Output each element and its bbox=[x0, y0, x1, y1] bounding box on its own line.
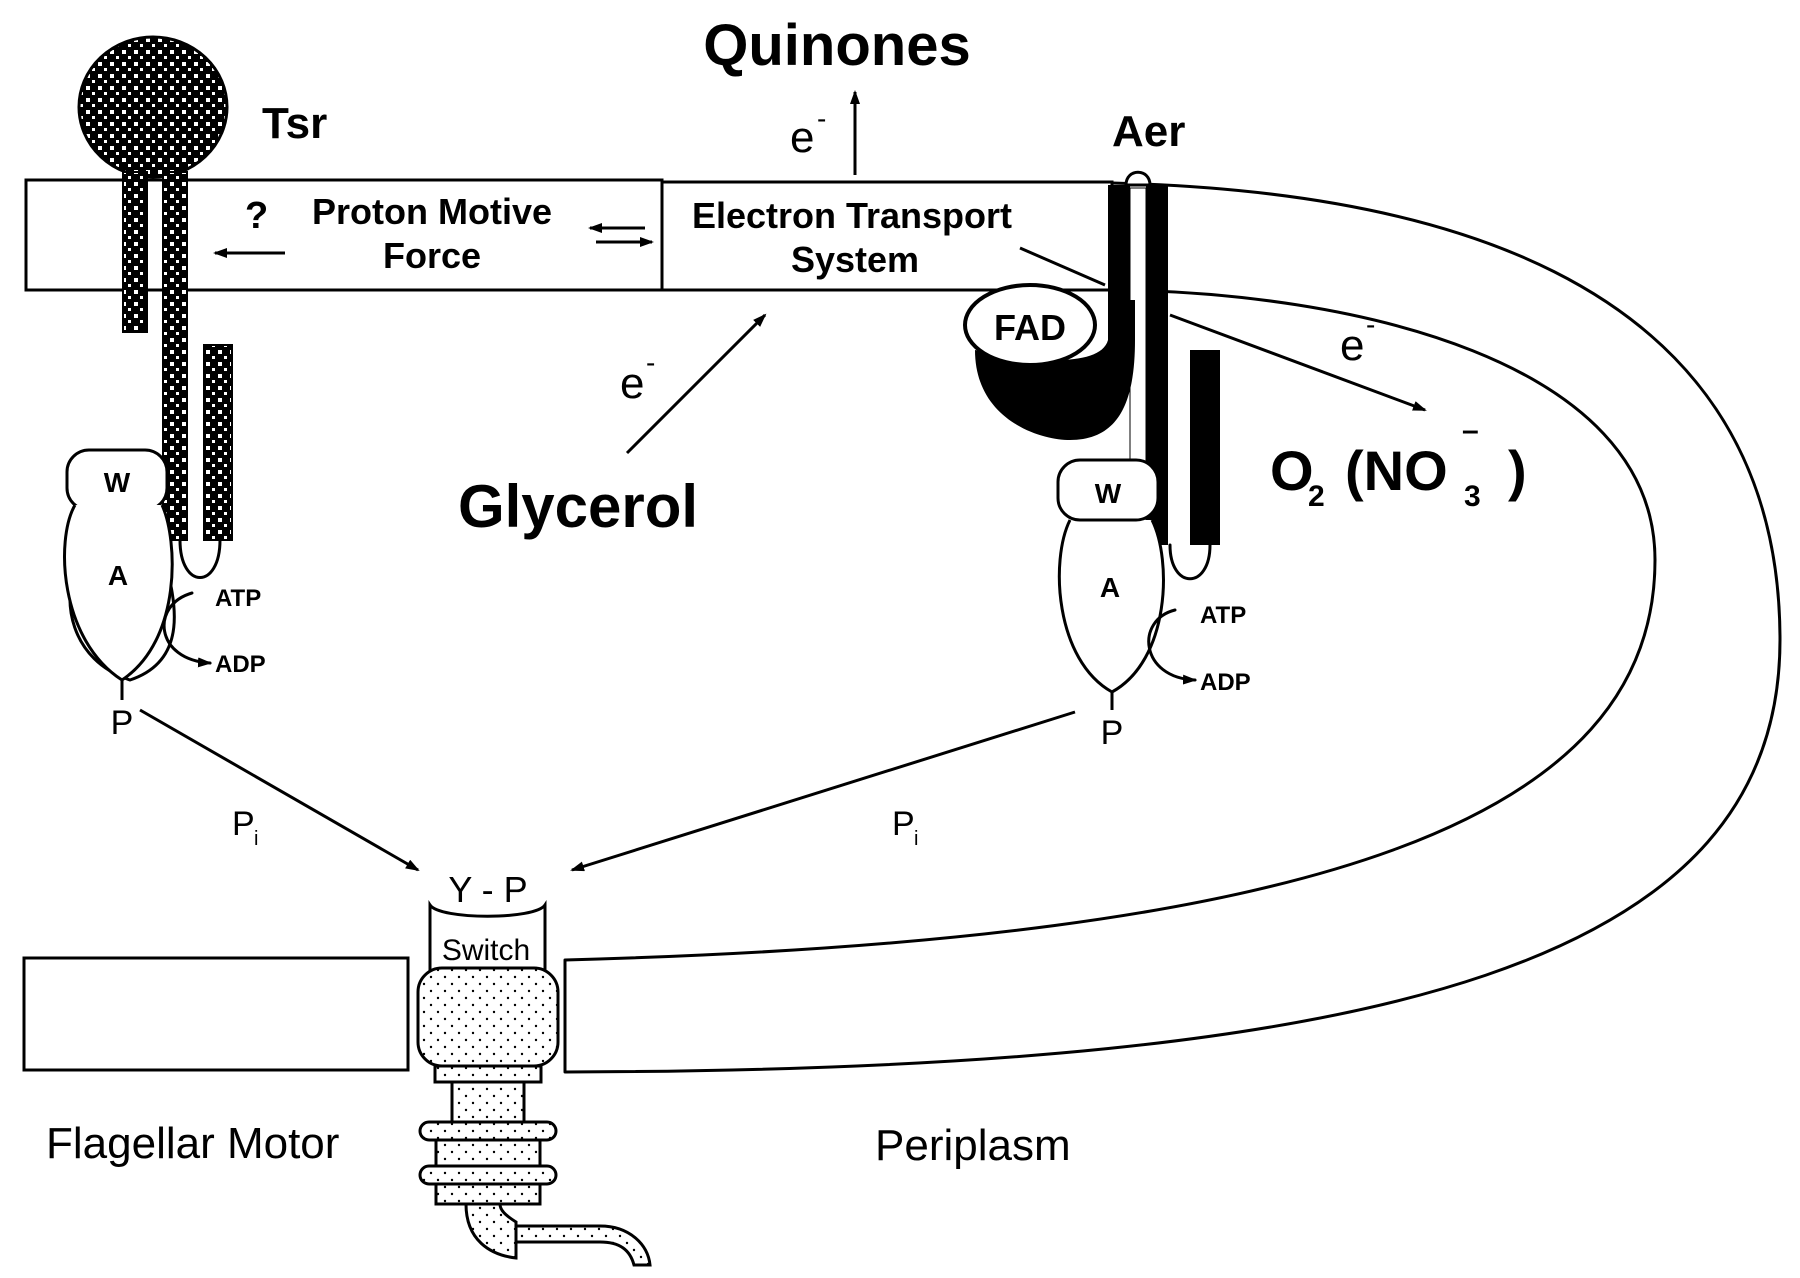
phospho-left-label: P bbox=[111, 704, 134, 742]
pmf-question-mark: ? bbox=[245, 195, 268, 237]
atp-adp-arrow-left bbox=[162, 591, 212, 668]
membrane-outer-curve bbox=[563, 181, 1782, 1074]
chea-right-body bbox=[1057, 519, 1165, 694]
fad-label: FAD bbox=[994, 307, 1066, 348]
pi-right-label: P bbox=[892, 805, 915, 843]
motor-c-ring bbox=[416, 966, 560, 1068]
tsr-periplasmic-domain bbox=[77, 35, 229, 179]
periplasm-label: Periplasm bbox=[875, 1121, 1071, 1170]
nitrate-close-paren: ) bbox=[1508, 439, 1527, 502]
motor-ms-ring bbox=[433, 1064, 543, 1084]
atp-right-label: ATP bbox=[1200, 602, 1246, 629]
aer-cytoplasmic-helix bbox=[1190, 350, 1220, 545]
electron-acceptor-label: O 2 (NO 3 – ) bbox=[1270, 414, 1527, 513]
glycerol-label: Glycerol bbox=[458, 473, 698, 540]
fad-cofactor bbox=[963, 283, 1097, 367]
electron-up-label: e bbox=[790, 113, 814, 162]
atp-adp-arrow-right bbox=[1147, 608, 1197, 685]
tsr-helix-right bbox=[162, 171, 188, 541]
tsr-signaling-complex: W A P ATP ADP bbox=[63, 448, 266, 742]
oxygen-electron-label: e bbox=[1340, 321, 1364, 370]
oxygen-electron-charge: - bbox=[1366, 309, 1375, 340]
nitrate-charge: – bbox=[1462, 414, 1479, 447]
motor-rod-middle bbox=[434, 1138, 542, 1168]
chea-left-label: A bbox=[108, 560, 128, 591]
aer-receptor: FAD bbox=[963, 170, 1220, 581]
membrane-segment-ets bbox=[660, 180, 1114, 292]
ets-label-line1: Electron Transport bbox=[692, 195, 1012, 236]
phosphotransfer-arrow-left bbox=[139, 708, 420, 872]
tsr-receptor bbox=[77, 35, 233, 579]
chey-p-label: Y - P bbox=[448, 869, 527, 910]
flagellar-filament bbox=[514, 1224, 652, 1267]
pi-left-subscript: i bbox=[254, 828, 258, 850]
aer-tm1 bbox=[1108, 185, 1130, 310]
phospho-right-label: P bbox=[1101, 714, 1124, 752]
electron-to-quinones: e - bbox=[790, 90, 860, 175]
aer-hairpin-loop bbox=[1168, 543, 1212, 581]
phosphotransfer-arrow-right bbox=[570, 710, 1076, 872]
chew-left-label: W bbox=[104, 467, 131, 498]
switch-label: Switch bbox=[442, 934, 530, 967]
motor-rod-lower bbox=[434, 1182, 542, 1206]
ets-aer-connector bbox=[1019, 246, 1106, 287]
adp-left-label: ADP bbox=[215, 651, 266, 678]
nitrate-label: (NO bbox=[1345, 439, 1448, 502]
inner-membrane bbox=[22, 178, 1782, 1074]
chea-right-label: A bbox=[1100, 572, 1120, 603]
quinones-label: Quinones bbox=[703, 13, 970, 78]
membrane-segment-bottom-left bbox=[22, 956, 410, 1072]
aer-periplasmic-loop bbox=[1124, 170, 1152, 187]
tsr-cytoplasmic-helix bbox=[203, 344, 233, 541]
oxygen-label: O bbox=[1270, 439, 1314, 502]
flagellar-motor-label: Flagellar Motor bbox=[46, 1119, 339, 1168]
chew-right-label: W bbox=[1095, 478, 1122, 509]
electron-up-charge: - bbox=[817, 103, 826, 134]
aer-pas-domain bbox=[975, 300, 1135, 440]
pmf-label-line1: Proton Motive bbox=[312, 191, 552, 232]
tsr-hairpin-loop bbox=[178, 538, 222, 579]
flagellar-hook bbox=[464, 1202, 518, 1260]
aer-tm2 bbox=[1146, 185, 1168, 545]
glycerol-electron-label: e bbox=[620, 359, 644, 408]
motor-rod-upper bbox=[450, 1080, 526, 1124]
ets-label-line2: System bbox=[791, 239, 919, 280]
adp-right-label: ADP bbox=[1200, 669, 1251, 696]
electron-to-oxygen-arrow bbox=[1169, 313, 1427, 412]
motor-l-ring bbox=[418, 1164, 558, 1186]
pi-right-subscript: i bbox=[914, 828, 918, 850]
flagellar-motor: Switch bbox=[416, 900, 652, 1267]
pi-left-label: P bbox=[232, 805, 255, 843]
tsr-helix-left bbox=[122, 171, 148, 333]
pmf-label-line2: Force bbox=[383, 235, 481, 276]
nitrate-subscript: 3 bbox=[1464, 480, 1481, 513]
glycerol-to-ets-arrow bbox=[625, 313, 767, 455]
chew-right-shape bbox=[1056, 458, 1160, 522]
aer-label: Aer bbox=[1112, 107, 1185, 156]
tsr-label: Tsr bbox=[262, 99, 327, 148]
atp-left-label: ATP bbox=[215, 585, 261, 612]
aer-signaling-complex: W A P ATP ADP bbox=[1056, 458, 1251, 752]
oxygen-subscript: 2 bbox=[1308, 480, 1325, 513]
glycerol-electron-charge: - bbox=[646, 347, 655, 378]
motor-p-ring bbox=[418, 1120, 558, 1142]
membrane-inner-curve bbox=[563, 288, 1657, 962]
glycerol-electron-input: e - Glycerol bbox=[458, 313, 767, 540]
